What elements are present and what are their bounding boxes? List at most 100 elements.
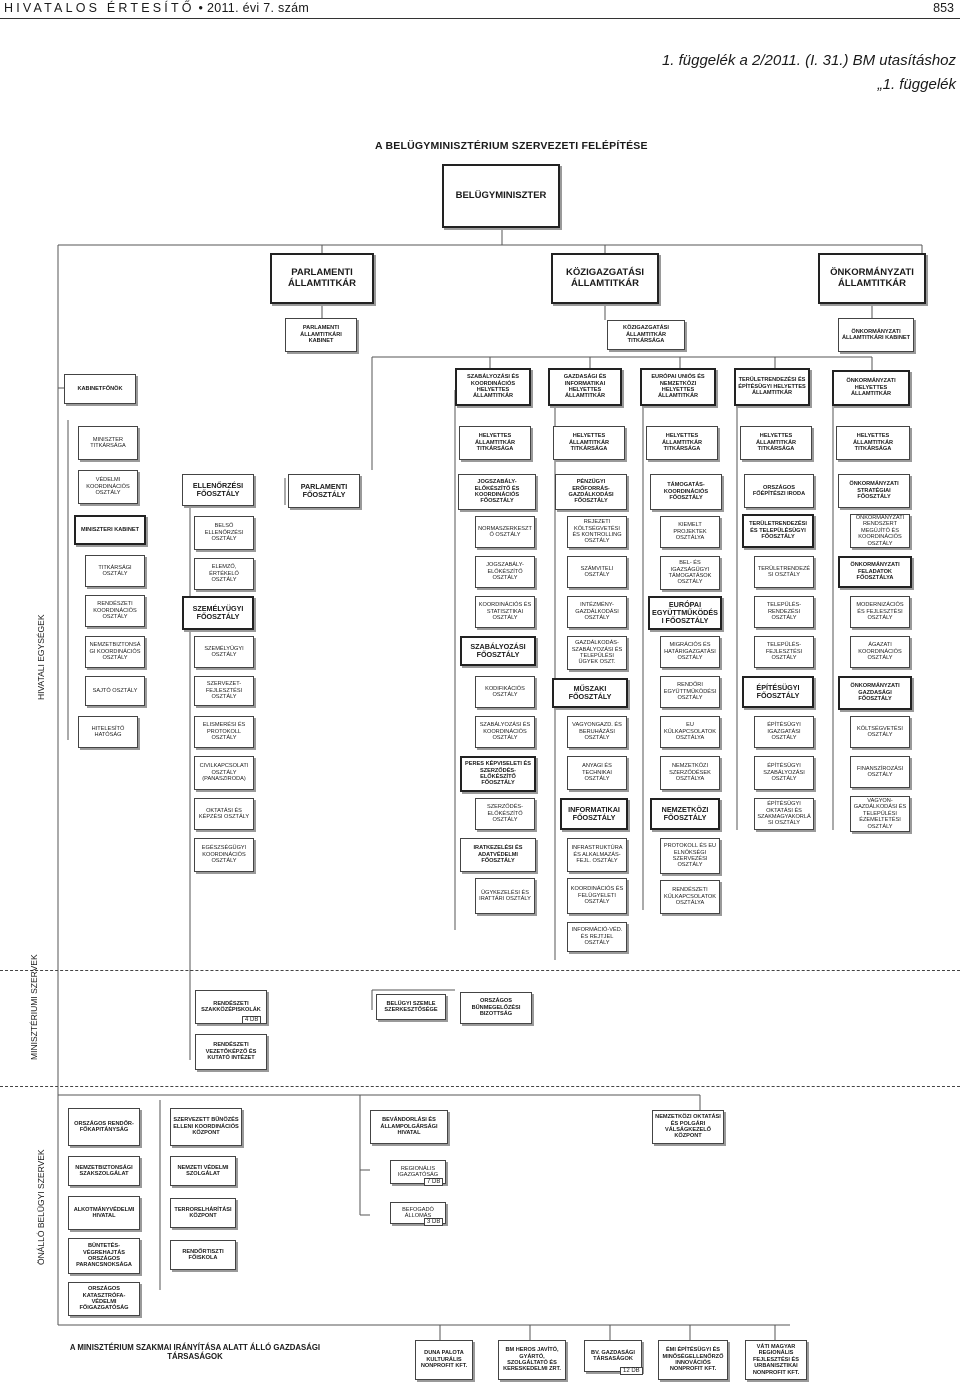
defence-coordination-dept: VÉDELMI KOORDINÁCIÓS OSZTÁLY (78, 470, 138, 504)
secretariat-public-admin: KÖZIGAZGATÁSI ÁLLAMTITKÁR TITKÁRSÁGA (607, 320, 685, 350)
civil-relations-dept: CIVILKAPCSOLATI OSZTÁLY (PANASZIRODA) (194, 756, 254, 790)
grants-coordination-main-dept: TÁMOGATÁS-KOORDINÁCIÓS FŐOSZTÁLY (650, 474, 722, 510)
education-training-dept: OKTATÁSI ÉS KÉPZÉSI OSZTÁLY (194, 798, 254, 830)
settlement-planning-dept: TELEPÜLÉS-RENDEZÉSI OSZTÁLY (754, 596, 814, 628)
hr-dept: SZEMÉLYÜGYI OSZTÁLY (194, 636, 254, 668)
institution-finance-dept: INTÉZMÉNY-GAZDÁLKODÁSI OSZTÁLY (567, 596, 627, 628)
prison-service-hq: BÜNTETÉS-VÉGREHAJTÁS ORSZÁGOS PARANCSNOK… (68, 1238, 140, 1274)
modernisation-dept: MODERNIZÁCIÓS ÉS FEJLESZTÉSI OSZTÁLY (850, 596, 910, 628)
financing-dept: FINANSZÍROZÁSI OSZTÁLY (850, 756, 910, 788)
disaster-management-directorate: ORSZÁGOS KATASZTRÓFA-VÉDELMI FŐIGAZGATÓS… (68, 1282, 140, 1316)
case-archive-dept: ÜGYKEZELÉSI ÉS IRATTÁRI OSZTÁLY (475, 878, 535, 914)
eu-external-relations-dept: EU KÜLKAPCSOLATOK OSZTÁLYA (660, 716, 720, 748)
local-gov-renewal-dept: ÖNKORMÁNYZATI RENDSZERT MEGÚJÍTÓ ÉS KOOR… (850, 514, 910, 548)
local-gov-economic-main-dept: ÖNKORMÁNYZATI GAZDASÁGI FŐOSZTÁLY (838, 676, 912, 710)
state-secretary-public-admin: KÖZIGAZGATÁSI ÁLLAMTITKÁR (551, 253, 659, 304)
budget-controlling-dept: REJEZETI KÖLTSÉGVETÉSI ÉS KONTROLLING OS… (567, 516, 627, 548)
coordination-supervision-dept: KOORDINÁCIÓS ÉS FELÜGYELETI OSZTÁLY (567, 878, 627, 914)
minister-box: BELÜGYMINISZTER (442, 164, 560, 228)
deputy-local-gov: ÖNKORMÁNYZATI HELYETTES ÁLLAMTITKÁR (832, 370, 910, 406)
technical-main-dept: MŰSZAKI FŐOSZTÁLY (552, 678, 628, 708)
state-secretary-local-gov: ÖNKORMÁNYZATI ÁLLAMTITKÁR (818, 253, 926, 304)
reception-centre-count: 3 DB (424, 1218, 444, 1226)
hr-main-dept: SZEMÉLYÜGYI FŐOSZTÁLY (182, 596, 254, 630)
side-label-offices: HIVATALI EGYSÉGEK (36, 614, 46, 701)
spatial-planning-dept: TERÜLETRENDEZÉSI OSZTÁLY (754, 556, 814, 588)
police-cooperation-dept: RENDŐRI EGYÜTTMŰKÖDÉSI OSZTÁLY (660, 676, 720, 708)
finance-regulation-dept: GAZDÁLKODÁS-SZABÁLYOZÁSI ÉS TELEPÜLÉSI Ü… (567, 636, 627, 670)
header-divider (0, 18, 960, 19)
migration-border-dept: MIGRÁCIÓS ÉS HATÁRIGAZGATÁSI OSZTÁLY (660, 636, 720, 668)
key-projects-dept: KIEMELT PROJEKTEK OSZTÁLYA (660, 516, 720, 548)
settlement-development-dept: TELEPÜLÉS-FEJLESZTÉSI OSZTÁLY (754, 636, 814, 668)
sector-coordination-dept: ÁGAZATI KOORDINÁCIÓS OSZTÁLY (850, 636, 910, 668)
certification-authority: HITELESÍTŐ HATÓSÁG (78, 716, 138, 748)
policing-external-relations-dept: RENDÉSZETI KÜLKAPCSOLATOK OSZTÁLYA (660, 880, 720, 914)
finance-main-dept: PÉNZÜGYI ERŐFORRÁS-GAZDÁLKODÁSI FŐOSZTÁL… (555, 474, 627, 510)
records-data-protection-main-dept: IRATKEZELÉSI ÉS ADATVÉDELMI FŐOSZTÁLY (460, 838, 536, 872)
interior-review-editorial: BELÜGYI SZEMLE SZERKESZTŐSÉGE (376, 994, 446, 1020)
counter-terrorism-centre: TERRORELHÁRÍTÁSI KÖZPONT (170, 1198, 236, 1228)
protocol-presidency-dept: PROTOKOLL ÉS EU ELNÖKSÉGI SZERVEZÉSI OSZ… (660, 838, 720, 874)
coordination-statistics-dept: KOORDINÁCIÓS ÉS STATISZTIKAI OSZTÁLY (475, 596, 535, 628)
deputy-regulation: SZABÁLYOZÁSI ÉS KOORDINÁCIÓS HELYETTES Á… (455, 368, 531, 406)
deputy-secretariat-4: HELYETTES ÁLLAMTITKÁR TITKÁRSÁGA (740, 426, 812, 460)
crime-prevention-board: ORSZÁGOS BŰNMEGELŐZÉSI BIZOTTSÁG (460, 992, 532, 1024)
company-emi: ÉMI ÉPÍTÉSÜGYI ÉS MINŐSÉGELLENŐRZŐ INNOV… (658, 1340, 728, 1380)
deputy-secretariat-2: HELYETTES ÁLLAMTITKÁR TITKÁRSÁGA (553, 426, 625, 460)
company-duna-palota: DUNA PALOTA KULTURÁLIS NONPROFIT KFT. (415, 1340, 473, 1380)
org-chart-title: A BELÜGYMINISZTÉRIUM SZERVEZETI FELÉPÍTÉ… (375, 140, 648, 152)
page-number: 853 (933, 1, 954, 15)
material-technical-dept: ANYAGI ÉS TECHNIKAI OSZTÁLY (567, 756, 627, 790)
regional-directorate-count: 7 DB (424, 1178, 444, 1186)
side-label-independent: ÖNÁLLÓ BELÜGYI SZERVEK (36, 1149, 46, 1265)
asset-management-dept: VAGYON-GAZDÁLKODÁSI ÉS TELEPÜLÉSI ÉZEMEL… (850, 796, 910, 832)
side-label-ministerial: MINISZTÉRIUMI SZERVEK (29, 954, 39, 1060)
state-secretary-parliamentary: PARLAMENTI ÁLLAMTITKÁR (270, 253, 374, 304)
international-main-dept: NEMZETKÖZI FŐOSZTÁLY (650, 798, 720, 830)
crisis-management-centre: NEMZETKÖZI OKTATÁSI ÉS POLGÁRI VÁLSÁGKEZ… (652, 1110, 724, 1144)
cabinet-parliamentary: PARLAMENTI ÁLLAMTITKÁRI KABINET (285, 318, 357, 352)
european-cooperation-main-dept: EURÓPAI EGYÜTTMŰKÖDÉSI FŐOSZTÁLY (648, 596, 722, 630)
national-police-hq: ORSZÁGOS RENDŐR-FŐKAPITÁNYSÁG (68, 1108, 140, 1146)
asset-investment-dept: VAGYONGAZD. ÉS BERUHÁZÁSI OSZTÁLY (567, 716, 627, 748)
secretariat-dept: TITKÁRSÁGI OSZTÁLY (85, 555, 145, 587)
running-header: HIVATALOS ÉRTESÍTŐ • 2011. évi 7. szám (4, 1, 309, 15)
spatial-planning-main-dept: TERÜLETRENDEZÉSI ÉS TELEPÜLÉSÜGYI FŐOSZT… (742, 514, 814, 548)
national-security-coordination-dept: NEMZETBIZTONSÁGI KOORDINÁCIÓS OSZTÁLY (85, 636, 145, 668)
norm-editing-dept: NORMASZERKESZTŐ OSZTÁLY (475, 516, 535, 548)
contract-prep-dept: SZERZŐDÉS-ELŐKÉSZÍTŐ OSZTÁLY (475, 798, 535, 830)
cabinet-local-gov: ÖNKORMÁNYZATI ÁLLAMTITKÁRI KABINET (838, 318, 914, 352)
construction-main-dept: ÉPÍTÉSÜGYI FŐOSZTÁLY (742, 676, 814, 708)
info-protection-crypto-dept: INFORMÁCIÓ-VÉD. ÉS REJTJEL OSZTÁLY (567, 922, 627, 952)
awards-protocol-dept: ELISMERÉSI ÉS PROTOKOLL OSZTÁLY (194, 716, 254, 748)
company-bv-companies: BV. GAZDASÁGI TÁRSASÁGOK (584, 1340, 642, 1372)
justice-home-grants-dept: BEL- ÉS IGAZSÁGÜGYI TÁMOGATÁSOK OSZTÁLY (660, 556, 720, 590)
regulation-main-dept: SZABÁLYOZÁSI FŐOSZTÁLY (460, 636, 536, 666)
deputy-economic: GAZDASÁGI ÉS INFORMATIKAI HELYETTES ÁLLA… (548, 368, 622, 406)
org-development-dept: SZERVEZET-FEJLESZTÉSI OSZTÁLY (194, 676, 254, 706)
constitution-protection-office: ALKOTMÁNYVÉDELMI HIVATAL (68, 1196, 140, 1230)
companies-label: A MINISZTÉRIUM SZAKMAI IRÁNYÍTÁSA ALATT … (69, 1343, 321, 1361)
annex-title: 1. függelék a 2/2011. (I. 31.) BM utasít… (661, 52, 956, 69)
chief-architect-office: ORSZÁGOS FŐÉPÍTÉSZI IRODA (744, 474, 814, 508)
issue-label: 2011. évi 7. szám (206, 1, 310, 15)
policing-coordination-dept: RENDÉSZETI KOORDINÁCIÓS OSZTÁLY (85, 595, 145, 627)
construction-admin-dept: ÉPÍTÉSÜGYI IGAZGATÁSI OSZTÁLY (754, 716, 814, 748)
analysis-evaluation-dept: ELEMZŐ, ÉRTÉKELŐ OSZTÁLY (194, 558, 254, 590)
it-main-dept: INFORMATIKAI FŐOSZTÁLY (560, 798, 628, 830)
company-vati: VÁTI MAGYAR REGIONÁLIS FEJLESZTÉSI ÉS UR… (745, 1340, 807, 1380)
codification-dept: KODIFIKÁCIÓS OSZTÁLY (475, 676, 535, 708)
police-leadership-institute: RENDÉSZETI VEZETŐKÉPZŐ ÉS KUTATÓ INTÉZET (195, 1034, 267, 1070)
deputy-spatial: TERÜLETRENDEZÉSI ÉS ÉPÍTÉSÜGYI HELYETTES… (734, 368, 810, 406)
cabinet-chief: KABINETFŐNÖK (64, 374, 136, 404)
header-bullet: • (198, 1, 204, 15)
national-security-service: NEMZETBIZTONSÁGI SZAKSZOLGÁLAT (68, 1156, 140, 1186)
deputy-secretariat-3: HELYETTES ÁLLAMTITKÁR TITKÁRSÁGA (646, 426, 718, 460)
immigration-office: BEVÁNDORLÁSI ÉS ÁLLAMPOLGÁRSÁGI HIVATAL (370, 1110, 448, 1144)
local-gov-strategy-main-dept: ÖNKORMÁNYZATI STRATÉGIAI FŐOSZTÁLY (838, 474, 910, 508)
section-divider-independent (0, 1086, 960, 1087)
police-schools-count: 4 DB (242, 1016, 262, 1024)
deputy-eu: EURÓPAI UNIÓS ÉS NEMZETKÖZI HELYETTES ÁL… (640, 368, 716, 406)
control-main-dept: ELLENŐRZÉSI FŐOSZTÁLY (182, 474, 254, 506)
